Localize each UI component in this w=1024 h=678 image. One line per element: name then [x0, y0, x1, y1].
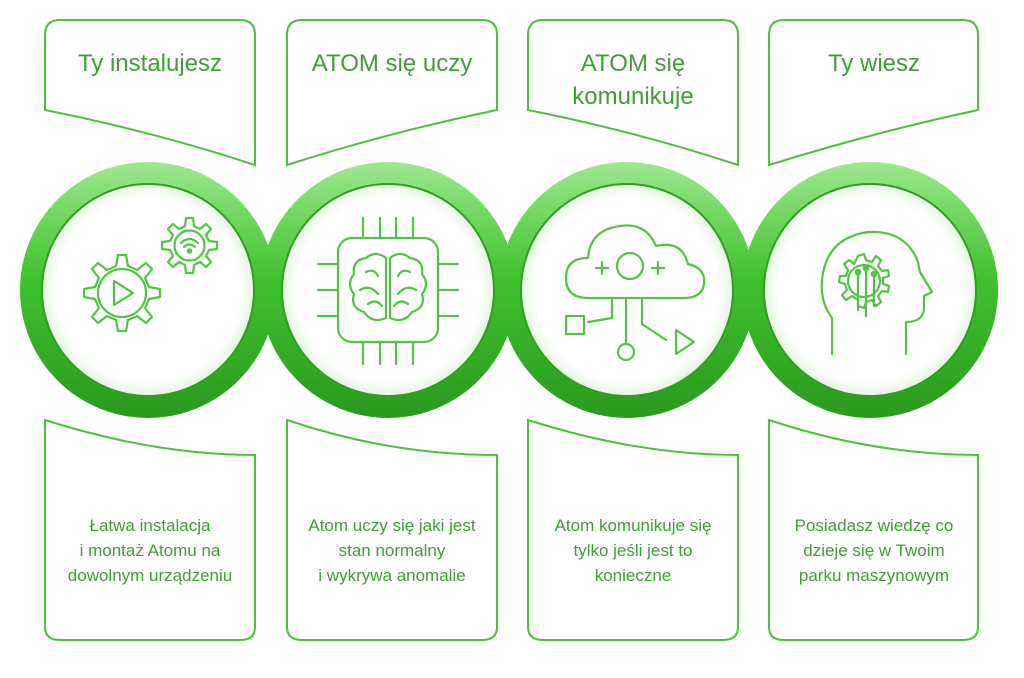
card-bottom-3 [527, 418, 739, 641]
card-top-1 [44, 19, 256, 167]
brain-chip-icon [316, 216, 460, 366]
card-bottom-1 [44, 418, 256, 641]
step-3-title: ATOM się komunikuje [572, 50, 694, 110]
step-2-title: ATOM się uczy [311, 49, 473, 77]
card-top-4 [768, 19, 979, 167]
cloud-network-icon [564, 224, 706, 362]
card-top-2 [286, 19, 498, 167]
card-bottom-2 [286, 418, 498, 641]
gears-play-wifi-icon [82, 216, 219, 333]
step-4-description: Posiadasz wiedzę co dzieje się w Twoim p… [794, 515, 954, 585]
step-3-description: Atom komunikuje się tylko jeśli jest to … [554, 515, 712, 585]
ring-1 [20, 162, 276, 418]
ring-2 [260, 162, 516, 418]
step-1-title: Ty instalujesz [77, 49, 223, 77]
step-1-description: Łatwa instalacja i montaż Atomu na dowol… [67, 515, 233, 585]
ring-3 [499, 162, 755, 418]
ring-4 [742, 162, 998, 418]
head-gear-icon [820, 230, 934, 356]
card-top-3 [527, 19, 739, 167]
step-4-title: Ty wiesz [827, 49, 920, 77]
card-bottom-4 [768, 418, 979, 641]
step-2-description: Atom uczy się jaki jest stan normalny i … [308, 515, 476, 585]
